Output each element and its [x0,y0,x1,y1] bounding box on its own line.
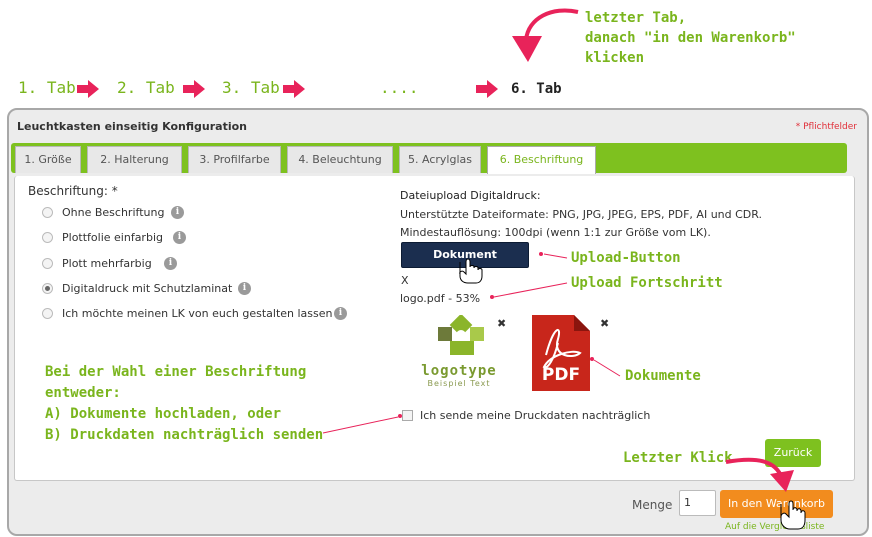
logotype-sub: Beispiel Text [427,379,491,388]
info-icon[interactable]: i [238,282,251,295]
info-icon[interactable]: i [171,206,184,219]
remove-logo-button[interactable]: ✖ [497,317,507,330]
back-button[interactable]: Zurück [765,439,821,467]
arrow-right-icon [283,80,305,98]
option-label: Ohne Beschriftung [62,206,165,219]
choice-line: Bei der Wahl einer Beschriftung [45,364,307,380]
radio-digitaldruck[interactable] [42,283,53,294]
arrow-right-icon [77,80,99,98]
cancel-upload-button[interactable]: X [401,274,409,287]
top-note-line: danach "in den Warenkorb" [585,30,796,46]
step-label-ellipsis: .... [380,78,419,97]
top-note-line: klicken [585,50,645,66]
later-data-label: Ich sende meine Druckdaten nachträglich [420,409,651,422]
radio-ohne-beschriftung[interactable] [42,207,53,218]
upload-document-button[interactable]: Dokument hochladen [401,242,529,285]
later-data-checkbox[interactable] [402,410,413,421]
radio-plottfolie-einfarbig[interactable] [42,232,53,243]
quantity-label: Menge [632,498,673,512]
tab-profilfarbe[interactable]: 3. Profilfarbe [188,146,281,173]
arrow-right-icon [183,80,205,98]
step-label-1: 1. Tab [18,78,76,97]
remove-pdf-button[interactable]: ✖ [600,317,610,330]
required-fields-note: * Pflichtfelder [795,122,857,132]
wishlist-link[interactable]: Auf die Vergleichsliste [725,522,825,532]
step-label-3: 3. Tab [222,78,280,97]
tab-acrylglas[interactable]: 5. Acrylglas [399,146,481,173]
upload-button-annotation: Upload-Button [571,250,681,266]
step-label-2: 2. Tab [117,78,175,97]
choice-annotation: Bei der Wahl einer Beschriftung entweder… [45,362,323,446]
top-note-annotation: letzter Tab, danach "in den Warenkorb" k… [585,8,796,68]
logotype-word: logotype [421,363,497,379]
choice-line: A) Dokumente hochladen, oder [45,406,282,422]
tab-groesse[interactable]: 1. Größe [15,146,81,173]
logotype-leaf-icon [438,313,484,355]
add-to-cart-button[interactable]: In den Warenkorb [720,490,833,518]
info-icon[interactable]: i [164,257,177,270]
pdf-icon [532,315,590,391]
choice-line: B) Druckdaten nachträglich senden [45,427,324,443]
beschriftung-label: Beschriftung: * [28,184,118,198]
pdf-label: PDF [541,365,581,385]
top-note-line: letzter Tab, [585,10,687,26]
tab-beschriftung[interactable]: 6. Beschriftung [487,146,596,174]
tab-beleuchtung[interactable]: 4. Beleuchtung [287,146,393,173]
tab-bar: 1. Größe 2. Halterung 3. Profilfarbe 4. … [11,143,847,174]
tab-halterung[interactable]: 2. Halterung [87,146,182,173]
option-label: Plottfolie einfarbig [62,231,163,244]
quantity-input[interactable]: 1 [679,490,716,516]
option-label: Ich möchte meinen LK von euch gestalten … [62,307,333,320]
pdf-document-icon: PDF [532,315,590,391]
info-icon[interactable]: i [334,307,347,320]
option-label: Plott mehrfarbig [62,257,152,270]
arrow-down-icon [512,36,542,62]
upload-progress-text: logo.pdf - 53% [400,292,481,305]
option-label: Digitaldruck mit Schutzlaminat [62,282,233,295]
info-icon[interactable]: i [173,231,186,244]
radio-gestalten-lassen[interactable] [42,308,53,319]
configuration-panel: Leuchtkasten einseitig Konfiguration * P… [7,108,869,536]
upload-heading: Dateiupload Digitaldruck: [400,189,541,202]
upload-progress-annotation: Upload Fortschritt [571,275,723,291]
logotype-thumbnail: logotype Beispiel Text [414,313,504,395]
documents-annotation: Dokumente [625,368,701,384]
step-label-6: 6. Tab [511,81,562,97]
radio-plott-mehrfarbig[interactable] [42,258,53,269]
panel-title: Leuchtkasten einseitig Konfiguration [17,120,247,133]
upload-formats: Unterstützte Dateiformate: PNG, JPG, JPE… [400,208,763,221]
curved-arrow-icon [524,8,579,41]
upload-resolution: Mindestauflösung: 100dpi (wenn 1:1 zur G… [400,226,711,239]
arrow-right-icon [476,80,498,98]
tab-content [14,176,855,481]
last-click-annotation: Letzter Klick [623,450,733,466]
choice-line: entweder: [45,385,121,401]
